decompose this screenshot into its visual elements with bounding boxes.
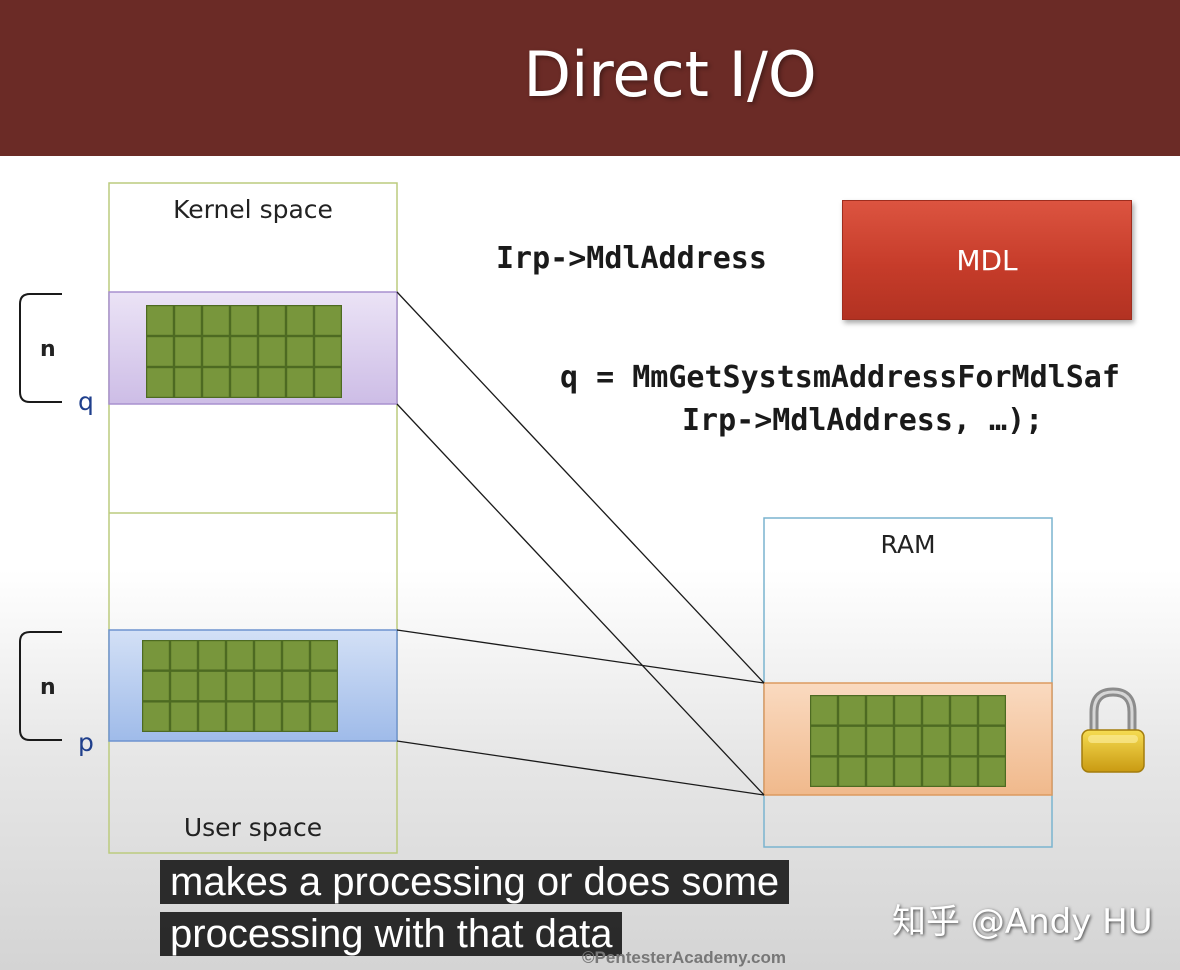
- grid-cell: [315, 306, 341, 335]
- grid-cell: [259, 368, 285, 397]
- grid-cell: [259, 306, 285, 335]
- grid-cell: [315, 368, 341, 397]
- user-size-bracket: [19, 631, 62, 741]
- grid-cell: [839, 696, 865, 725]
- mapping-line-kernel-top: [396, 291, 765, 684]
- user-size-label: n: [40, 675, 56, 700]
- grid-cell: [923, 696, 949, 725]
- code-line-2: Irp->MdlAddress, …);: [682, 403, 1044, 438]
- mapping-line-user-bottom: [396, 740, 765, 796]
- grid-cell: [199, 702, 225, 731]
- grid-cell: [811, 757, 837, 786]
- caption-line-2: processing with that data: [160, 912, 623, 956]
- grid-cell: [287, 306, 313, 335]
- grid-cell: [231, 368, 257, 397]
- slide-title: Direct I/O: [523, 38, 817, 111]
- grid-cell: [895, 696, 921, 725]
- grid-cell: [311, 671, 337, 701]
- grid-cell: [227, 671, 253, 701]
- copyright-notice: ©PentesterAcademy.com: [582, 948, 787, 967]
- grid-cell: [143, 702, 169, 731]
- grid-cell: [175, 306, 201, 335]
- mapping-line-kernel-bottom: [396, 403, 765, 796]
- grid-cell: [231, 337, 257, 366]
- grid-cell: [171, 671, 197, 701]
- grid-cell: [231, 306, 257, 335]
- grid-cell: [199, 671, 225, 701]
- mdl-box: MDL: [842, 200, 1132, 320]
- grid-cell: [923, 726, 949, 756]
- grid-cell: [839, 757, 865, 786]
- caption-line-1: makes a processing or does some: [160, 860, 790, 904]
- grid-cell: [203, 368, 229, 397]
- user-space-label: User space: [183, 813, 323, 842]
- grid-cell: [175, 368, 201, 397]
- grid-cell: [255, 702, 281, 731]
- grid-cell: [923, 757, 949, 786]
- kernel-pointer-label: q: [78, 387, 94, 416]
- title-bar: [0, 0, 1180, 156]
- kernel-size-label: n: [40, 337, 56, 362]
- grid-cell: [283, 671, 309, 701]
- grid-cell: [283, 702, 309, 731]
- grid-cell: [259, 337, 285, 366]
- grid-cell: [203, 337, 229, 366]
- kernel-space-label: Kernel space: [173, 195, 333, 224]
- grid-cell: [315, 337, 341, 366]
- ram-label: RAM: [880, 530, 936, 559]
- padlock-icon: [1081, 687, 1145, 773]
- code-line-1: q = MmGetSystsmAddressForMdlSaf: [560, 360, 1120, 395]
- grid-cell: [147, 306, 173, 335]
- grid-cell: [255, 641, 281, 670]
- watermark: 知乎 @Andy HU: [892, 902, 1153, 942]
- grid-cell: [143, 641, 169, 670]
- grid-cell: [311, 702, 337, 731]
- address-space-column: [108, 182, 398, 854]
- grid-cell: [143, 671, 169, 701]
- grid-cell: [867, 726, 893, 756]
- grid-cell: [171, 641, 197, 670]
- grid-cell: [311, 641, 337, 670]
- grid-cell: [287, 337, 313, 366]
- user-data-grid: [142, 640, 338, 732]
- mapping-line-user-top: [396, 629, 765, 684]
- grid-cell: [283, 641, 309, 670]
- grid-cell: [979, 696, 1005, 725]
- grid-cell: [255, 671, 281, 701]
- subtitle-caption: makes a processing or does some processi…: [160, 856, 856, 960]
- user-pointer-label: p: [78, 728, 94, 757]
- grid-cell: [171, 702, 197, 731]
- grid-cell: [867, 757, 893, 786]
- grid-cell: [895, 757, 921, 786]
- grid-cell: [951, 726, 977, 756]
- grid-cell: [811, 726, 837, 756]
- grid-cell: [147, 337, 173, 366]
- code-mdl-address: Irp->MdlAddress: [496, 241, 767, 276]
- kernel-size-bracket: [19, 293, 62, 403]
- grid-cell: [287, 368, 313, 397]
- grid-cell: [199, 641, 225, 670]
- grid-cell: [203, 306, 229, 335]
- grid-cell: [227, 641, 253, 670]
- grid-cell: [951, 757, 977, 786]
- grid-cell: [227, 702, 253, 731]
- grid-cell: [979, 726, 1005, 756]
- grid-cell: [147, 368, 173, 397]
- kernel-data-grid: [146, 305, 342, 398]
- ram-data-grid: [810, 695, 1006, 787]
- grid-cell: [839, 726, 865, 756]
- grid-cell: [951, 696, 977, 725]
- grid-cell: [979, 757, 1005, 786]
- grid-cell: [895, 726, 921, 756]
- grid-cell: [867, 696, 893, 725]
- grid-cell: [175, 337, 201, 366]
- grid-cell: [811, 696, 837, 725]
